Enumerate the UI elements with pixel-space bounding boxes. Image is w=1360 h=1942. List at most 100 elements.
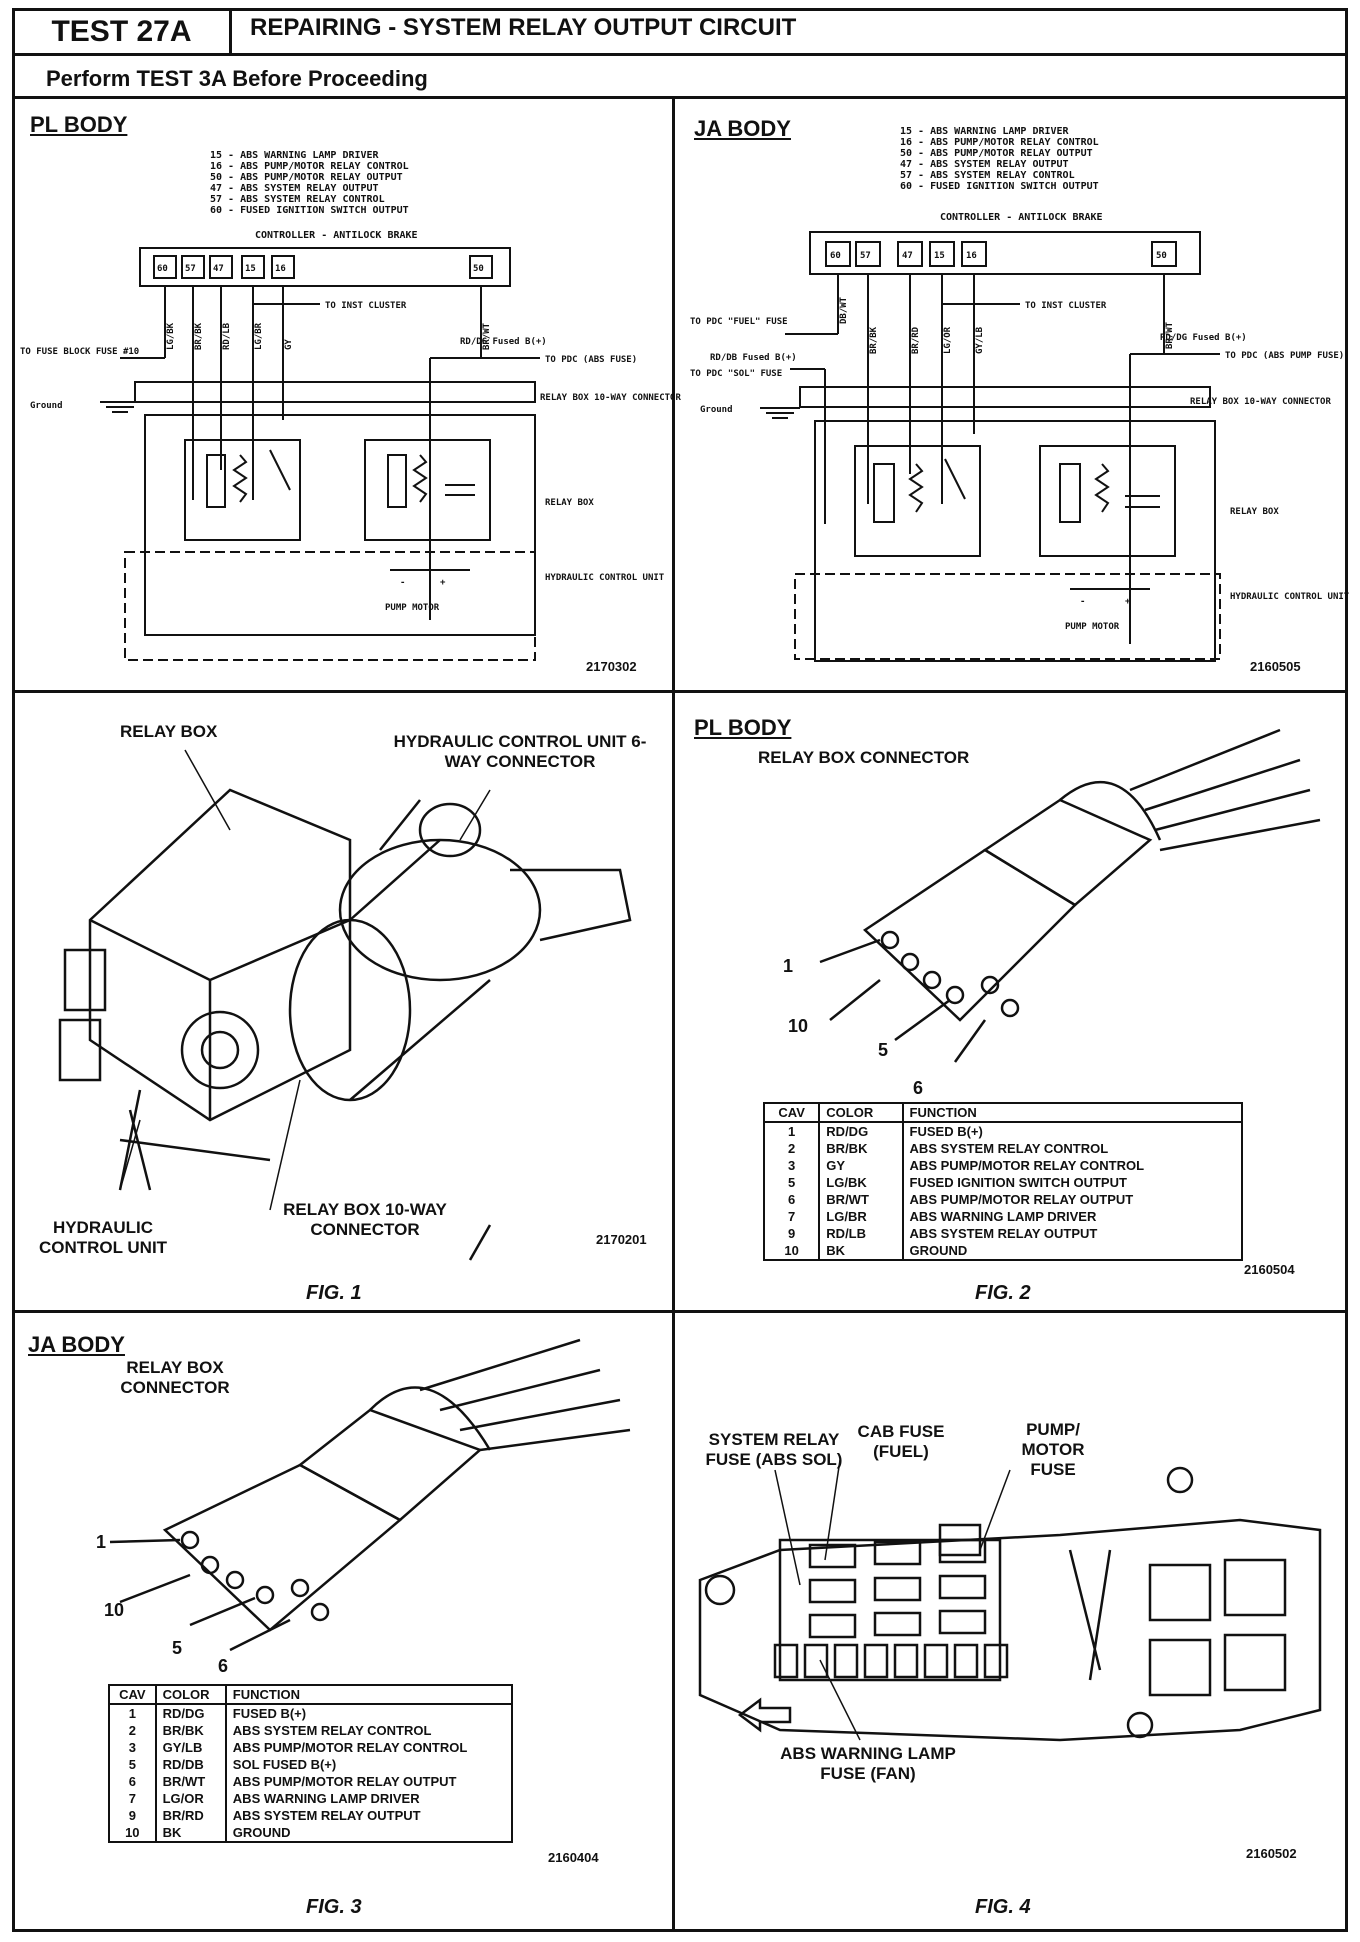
ja-pin-47: 47 bbox=[902, 251, 913, 261]
ja-legend-line: 50 - ABS PUMP/MOTOR RELAY OUTPUT bbox=[900, 148, 1093, 159]
pl-legend-line: 16 - ABS PUMP/MOTOR RELAY CONTROL bbox=[210, 161, 409, 172]
ja-minus: - bbox=[1080, 597, 1085, 607]
cav-cell: 10 bbox=[109, 1824, 157, 1842]
fig3-callout-5: 5 bbox=[172, 1638, 183, 1658]
page-frame bbox=[12, 8, 1348, 1932]
ja-relay-box-connector: RELAY BOX 10-WAY CONNECTOR bbox=[1190, 397, 1331, 407]
ja-legend-line: 15 - ABS WARNING LAMP DRIVER bbox=[900, 126, 1069, 137]
function-cell: FUSED B(+) bbox=[232, 1706, 307, 1721]
ja-wire-5: GY/LB bbox=[975, 326, 985, 354]
fig3-caption: FIG. 3 bbox=[306, 1896, 362, 1918]
pl-to-pdc: TO PDC (ABS FUSE) bbox=[545, 355, 637, 365]
table-header-row: CAV COLOR FUNCTION bbox=[764, 1103, 1242, 1123]
ja-relay-box: RELAY BOX bbox=[1230, 507, 1279, 517]
fig1-hcu-label: HYDRAULIC CONTROL UNIT bbox=[38, 1218, 168, 1257]
pl-to-fuse-block: TO FUSE BLOCK FUSE #10 bbox=[20, 347, 139, 357]
ja-ground: Ground bbox=[700, 405, 733, 415]
fig4-fuse-block-illustration bbox=[698, 1459, 1322, 1742]
fig2-callout-6: 6 bbox=[913, 1078, 924, 1098]
pl-relay-box: RELAY BOX bbox=[545, 498, 594, 508]
pl-pump-motor: PUMP MOTOR bbox=[385, 603, 440, 613]
pl-wire-1: LG/BK bbox=[166, 322, 176, 350]
function-cell: ABS PUMP/MOTOR RELAY OUTPUT bbox=[232, 1774, 457, 1789]
ja-pump-motor: PUMP MOTOR bbox=[1065, 622, 1120, 632]
fig1-relay-box-connector-label: RELAY BOX 10-WAY CONNECTOR bbox=[283, 1200, 447, 1239]
ja-legend-line: 47 - ABS SYSTEM RELAY OUTPUT bbox=[900, 159, 1069, 170]
ja-schematic-title: JA BODY bbox=[694, 116, 791, 141]
pl-legend-line: 50 - ABS PUMP/MOTOR RELAY OUTPUT bbox=[210, 172, 403, 183]
function-cell: SOL FUSED B(+) bbox=[232, 1757, 337, 1772]
test-id: TEST 27A bbox=[14, 10, 232, 54]
cav-cell: 9 bbox=[109, 1807, 157, 1824]
pl-schematic-diagram: 60 57 47 15 16 50 LG/BK BR/BK RD/LB LG/B… bbox=[20, 247, 681, 661]
fig2-subtitle: RELAY BOX CONNECTOR bbox=[758, 748, 970, 767]
fig4-caption: FIG. 4 bbox=[975, 1896, 1031, 1918]
function-cell: ABS SYSTEM RELAY OUTPUT bbox=[232, 1808, 421, 1823]
fig1-illustration bbox=[58, 749, 632, 1261]
cav-cell: 2 bbox=[109, 1722, 157, 1739]
color-cell: BR/BK bbox=[155, 1722, 227, 1739]
fig2-callout-1: 1 bbox=[783, 956, 794, 976]
pl-minus: - bbox=[400, 578, 405, 588]
ja-hcu: HYDRAULIC CONTROL UNIT bbox=[1230, 592, 1350, 602]
ja-to-pdc-fuel: TO PDC "FUEL" FUSE bbox=[690, 317, 788, 327]
color-cell: BR/RD bbox=[155, 1807, 227, 1824]
fig3-connector-illustration bbox=[109, 1338, 631, 1652]
header-bar bbox=[12, 8, 1348, 56]
cav-cell: 5 bbox=[764, 1174, 821, 1191]
pl-pin-57: 57 bbox=[185, 264, 196, 274]
cav-cell: 1 bbox=[764, 1122, 821, 1140]
ja-rd-db: RD/DB Fused B(+) bbox=[710, 353, 797, 363]
ja-controller-label: CONTROLLER - ANTILOCK BRAKE bbox=[940, 212, 1103, 223]
pl-pin-47: 47 bbox=[213, 264, 224, 274]
cav-cell: 3 bbox=[764, 1157, 821, 1174]
function-cell: ABS SYSTEM RELAY CONTROL bbox=[232, 1723, 432, 1738]
ja-pin-15: 15 bbox=[934, 251, 945, 261]
cav-cell: 2 bbox=[764, 1140, 821, 1157]
col-cav-header: CAV bbox=[764, 1103, 821, 1123]
color-cell: LG/BR bbox=[819, 1208, 904, 1225]
fig2-callout-10: 10 bbox=[788, 1016, 809, 1036]
pl-pin-15: 15 bbox=[245, 264, 256, 274]
function-cell: GROUND bbox=[232, 1825, 291, 1840]
ja-pin-60: 60 bbox=[830, 251, 841, 261]
function-cell: ABS SYSTEM RELAY CONTROL bbox=[909, 1141, 1109, 1156]
pl-schematic-code: 2170302 bbox=[586, 659, 637, 674]
grid-divider-col bbox=[672, 96, 675, 1932]
color-cell: BR/WT bbox=[819, 1191, 904, 1208]
header-divider bbox=[12, 96, 1348, 99]
cav-cell: 3 bbox=[109, 1739, 157, 1756]
pl-legend-line: 57 - ABS SYSTEM RELAY CONTROL bbox=[210, 194, 385, 205]
pl-controller-label: CONTROLLER - ANTILOCK BRAKE bbox=[255, 230, 418, 241]
function-cell: ABS PUMP/MOTOR RELAY CONTROL bbox=[232, 1740, 468, 1755]
pl-wire-5: GY bbox=[284, 339, 294, 350]
fig4-abs-warning-lamp-fuse-label: ABS WARNING LAMP FUSE (FAN) bbox=[780, 1744, 956, 1783]
ja-wire-4: LG/OR bbox=[943, 326, 953, 354]
ja-to-pdc-abs-pump: TO PDC (ABS PUMP FUSE) bbox=[1225, 351, 1344, 361]
cav-cell: 9 bbox=[764, 1225, 821, 1242]
pl-wire-2: BR/BK bbox=[194, 322, 204, 350]
color-cell: RD/LB bbox=[819, 1225, 904, 1242]
function-cell: FUSED IGNITION SWITCH OUTPUT bbox=[909, 1175, 1127, 1190]
fig2-code: 2160504 bbox=[1244, 1262, 1295, 1277]
color-cell: GY bbox=[819, 1157, 904, 1174]
ja-legend-line: 60 - FUSED IGNITION SWITCH OUTPUT bbox=[900, 181, 1099, 192]
color-cell: BK bbox=[819, 1242, 904, 1260]
fig3-callout-6: 6 bbox=[218, 1656, 229, 1676]
ja-pin-57: 57 bbox=[860, 251, 871, 261]
function-cell: ABS WARNING LAMP DRIVER bbox=[909, 1209, 1097, 1224]
